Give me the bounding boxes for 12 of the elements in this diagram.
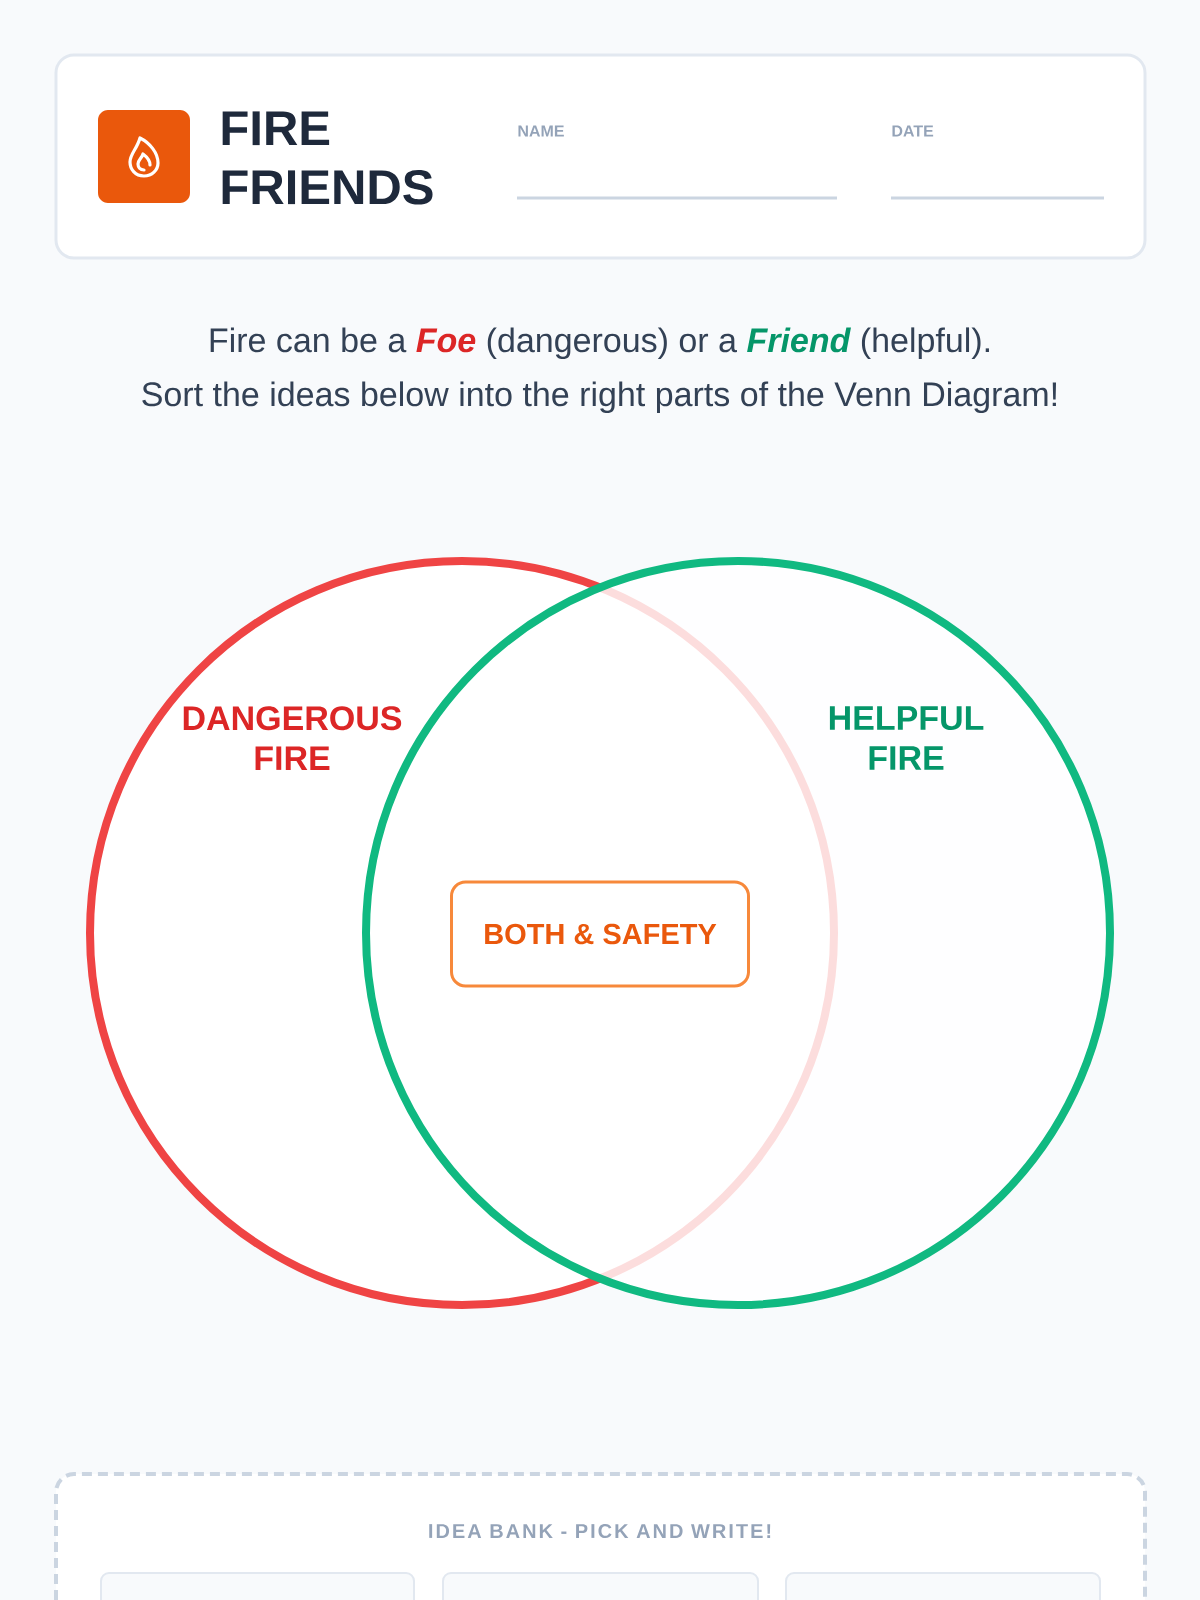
- idea-card: [442, 1572, 759, 1600]
- field-label: NAME: [518, 125, 564, 137]
- worksheet-title: FIRE FRIENDS: [222, 111, 433, 205]
- field-label: DATE: [892, 125, 934, 137]
- circle-label: HELPFUL FIRE: [829, 706, 984, 770]
- label-box: BOTH & SAFETY: [450, 880, 750, 988]
- instruction-text: Fire can be a Foe (dangerous) or a Friend (helpful).: [210, 327, 989, 360]
- idea-card: [100, 1572, 415, 1600]
- idea-card: [785, 1572, 1101, 1600]
- panel-heading: IDEA BANK - PICK AND WRITE!: [429, 1523, 771, 1539]
- circle-label: DANGEROUS FIRE: [183, 706, 402, 770]
- instruction-text: Sort the ideas below into the right parts of the Venn Diagram!: [142, 381, 1056, 414]
